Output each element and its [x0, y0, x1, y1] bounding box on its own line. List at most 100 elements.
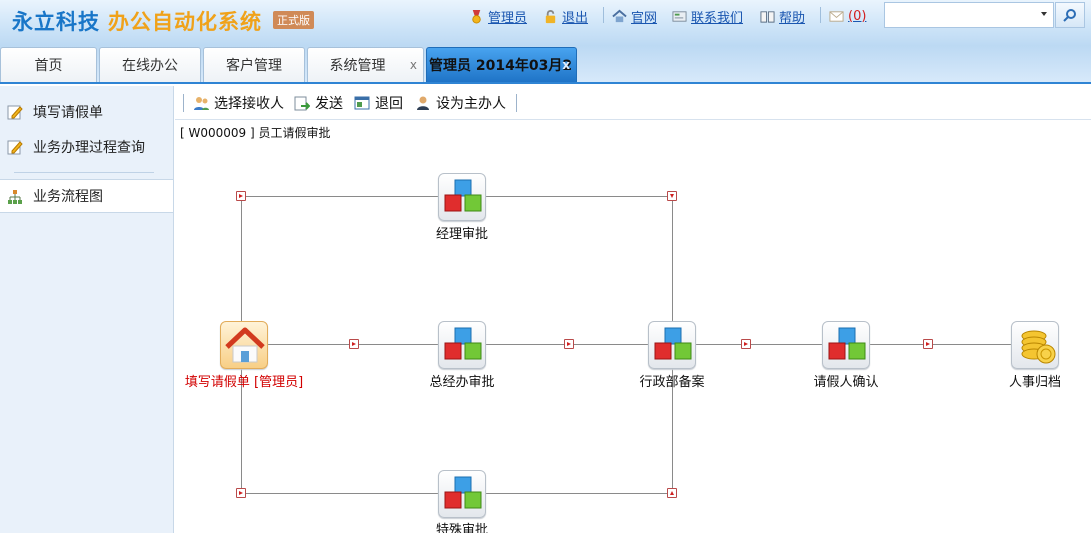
coins-icon [1021, 330, 1056, 364]
sidebar-divider [14, 172, 154, 173]
contact-link[interactable]: 联系我们 [672, 7, 744, 26]
toolbar-separator [183, 94, 184, 112]
messages-link[interactable]: (0) [829, 7, 866, 25]
flow-connector [672, 196, 673, 344]
person-icon [417, 96, 429, 110]
chevron-down-icon[interactable] [1041, 12, 1047, 16]
tab-admin-workflow[interactable]: 管理员 2014年03月2 x [426, 47, 577, 82]
lock-icon [545, 9, 556, 23]
flow-node-admin-record[interactable] [648, 321, 696, 369]
website-link[interactable]: 官网 [612, 7, 658, 26]
users-icon [194, 97, 209, 110]
header-separator [820, 7, 821, 23]
cubes-icon [444, 476, 482, 509]
home-icon [612, 9, 627, 22]
flow-arrow[interactable] [236, 191, 246, 201]
cubes-icon [828, 327, 866, 360]
cubes-icon [444, 327, 482, 360]
flow-connector [241, 344, 1029, 345]
return-button[interactable]: 退回 [354, 94, 403, 112]
tab-label: 首页 [34, 58, 63, 74]
tab-label: 系统管理 [329, 58, 386, 74]
flow-node-label: 请假人确认 [813, 375, 879, 390]
contact-card-icon [672, 10, 687, 22]
flow-arrow[interactable] [741, 339, 751, 349]
tab-online-office[interactable]: 在线办公 [99, 47, 201, 82]
flow-arrow[interactable] [236, 488, 246, 498]
search-icon [1063, 9, 1076, 22]
select-recipient-label: 选择接收人 [214, 96, 284, 112]
flow-connector [241, 196, 242, 344]
set-owner-button[interactable]: 设为主办人 [415, 94, 506, 112]
send-document-icon [294, 96, 310, 111]
flow-node-label: 经理审批 [435, 227, 488, 242]
tab-close-icon[interactable]: x [409, 58, 417, 72]
search-input[interactable] [884, 2, 1054, 28]
header-separator [603, 7, 604, 23]
brand-name: 永立科技 [12, 10, 100, 34]
logout-link[interactable]: 退出 [543, 7, 589, 26]
logout-link-label: 退出 [562, 10, 589, 26]
flow-node-applicant-confirm[interactable] [822, 321, 870, 369]
home-icon [225, 327, 265, 363]
main-tabbar: 首页 在线办公 客户管理 系统管理 x 管理员 2014年03月2 x [0, 46, 1091, 84]
toolbar-separator [516, 94, 517, 112]
brand-product: 办公自动化系统 [108, 10, 262, 34]
select-recipient-button[interactable]: 选择接收人 [193, 94, 284, 112]
flow-arrow[interactable] [349, 339, 359, 349]
flow-node-manager-approval[interactable] [438, 173, 486, 221]
tab-customer-management[interactable]: 客户管理 [203, 47, 305, 82]
flow-node-special-approval[interactable] [438, 470, 486, 518]
edit-icon [7, 140, 23, 155]
help-link[interactable]: 帮助 [760, 7, 806, 26]
return-window-icon [354, 96, 370, 110]
sidebar-item-label: 业务流程图 [33, 189, 103, 205]
workflow-diagram: 填写请假单 [管理员] 经理审批 总经办审批 特殊审批 行政部备案 [175, 140, 1091, 533]
search-button[interactable] [1055, 2, 1085, 28]
contact-link-label: 联系我们 [691, 10, 744, 26]
cubes-icon [654, 327, 692, 360]
flow-arrow[interactable] [564, 339, 574, 349]
set-owner-label: 设为主办人 [436, 96, 506, 112]
website-link-label: 官网 [631, 10, 658, 26]
flow-node-label: 总经办审批 [429, 375, 495, 390]
flow-node-hr-archive[interactable] [1011, 321, 1059, 369]
flow-node-label: 行政部备案 [639, 375, 705, 390]
mail-icon [829, 10, 844, 22]
help-link-label: 帮助 [779, 10, 806, 26]
flow-node-label: 填写请假单 [管理员] [184, 375, 304, 390]
return-label: 退回 [375, 96, 403, 112]
tab-system-management[interactable]: 系统管理 x [307, 47, 424, 82]
message-count: (0) [848, 8, 867, 24]
user-medal-icon [472, 9, 481, 24]
tab-home[interactable]: 首页 [0, 47, 97, 82]
sidebar: 填写请假单 业务办理过程查询 业务流程图 [0, 86, 174, 533]
flow-node-gm-approval[interactable] [438, 321, 486, 369]
document-caption: [ W000009 ] 员工请假审批 [180, 126, 331, 140]
tab-close-icon[interactable]: x [562, 58, 570, 72]
sidebar-item-flow-chart[interactable]: 业务流程图 [0, 179, 173, 213]
sidebar-item-label: 填写请假单 [33, 105, 103, 121]
flow-node-label: 特殊审批 [435, 523, 488, 533]
send-label: 发送 [315, 96, 343, 112]
flow-arrow[interactable] [923, 339, 933, 349]
flow-arrow[interactable] [667, 488, 677, 498]
sidebar-item-process-query[interactable]: 业务办理过程查询 [0, 130, 173, 164]
sidebar-item-label: 业务办理过程查询 [33, 140, 145, 156]
user-link[interactable]: 管理员 [469, 7, 528, 26]
flow-arrow[interactable] [667, 191, 677, 201]
flow-node-start[interactable] [220, 321, 268, 369]
book-icon [760, 10, 775, 23]
edition-badge: 正式版 [273, 11, 314, 29]
sidebar-item-leave-form[interactable]: 填写请假单 [0, 95, 173, 129]
tab-label: 客户管理 [226, 58, 282, 74]
edit-icon [7, 105, 23, 120]
cubes-icon [444, 179, 482, 212]
send-button[interactable]: 发送 [294, 94, 343, 112]
tab-label: 在线办公 [122, 58, 178, 74]
app-header: 永立科技 办公自动化系统 正式版 管理员 退出 官网 联系我们 帮助 (0) [0, 0, 1091, 46]
flow-connector [241, 344, 242, 493]
user-link-label: 管理员 [488, 10, 528, 26]
org-chart-icon [8, 190, 22, 204]
action-toolbar: 选择接收人 发送 退回 设为主办人 [175, 86, 1091, 120]
